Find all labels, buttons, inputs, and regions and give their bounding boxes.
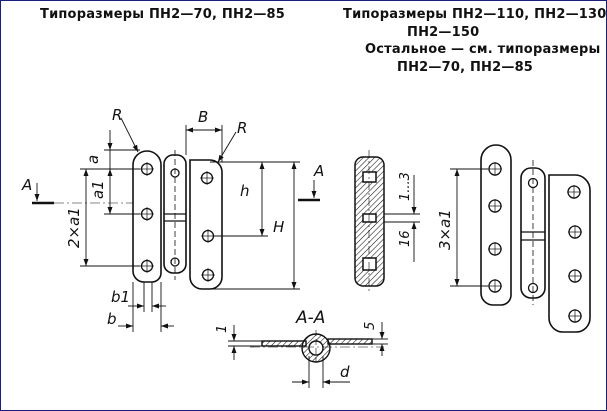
label-b1: b1 — [111, 288, 130, 306]
label-a: a — [84, 155, 102, 164]
label-d: d — [340, 363, 350, 381]
label-R-left: R — [112, 106, 122, 124]
section-aa-dimensions — [228, 322, 388, 388]
section-aa-view — [250, 330, 384, 366]
label-section-AA: A-A — [295, 308, 325, 328]
label-R-right: R — [237, 119, 247, 137]
left-hinge-leaf-1 — [132, 150, 162, 283]
right-hinge-leaf-1 — [480, 144, 512, 306]
label-b: b — [107, 310, 117, 328]
right-hinge-view — [480, 144, 591, 333]
left-hinge-view — [132, 150, 223, 290]
label-3xa1: 3×a1 — [436, 209, 454, 250]
label-H: H — [273, 218, 284, 236]
left-hinge-dimensions — [32, 117, 320, 332]
label-16: 16 — [398, 230, 413, 247]
title-right-line1: Типоразмеры ПН2—110, ПН2—130, — [343, 7, 607, 22]
label-A-right: A — [313, 162, 324, 180]
label-1: 1 — [215, 325, 230, 333]
title-right-line4: ПН2—70, ПН2—85 — [397, 60, 534, 75]
right-hinge-dimensions — [450, 168, 488, 287]
label-B: B — [198, 108, 208, 126]
label-range-1-3: 1...3 — [398, 172, 413, 201]
label-h: h — [240, 182, 250, 200]
label-2xa1: 2×a1 — [65, 207, 83, 248]
right-hinge-leaf-2 — [548, 174, 591, 333]
title-right-line3: Остальное — см. типоразмеры — [365, 42, 601, 57]
left-hinge-leaf-2 — [189, 159, 223, 290]
label-A-left: A — [21, 176, 32, 194]
title-left: Типоразмеры ПН2—70, ПН2—85 — [40, 7, 286, 22]
side-section-view — [354, 150, 385, 292]
title-right-line2: ПН2—150 — [407, 25, 480, 40]
side-section-dimensions — [384, 175, 420, 262]
label-5: 5 — [363, 322, 378, 330]
label-a1: a1 — [89, 180, 107, 199]
